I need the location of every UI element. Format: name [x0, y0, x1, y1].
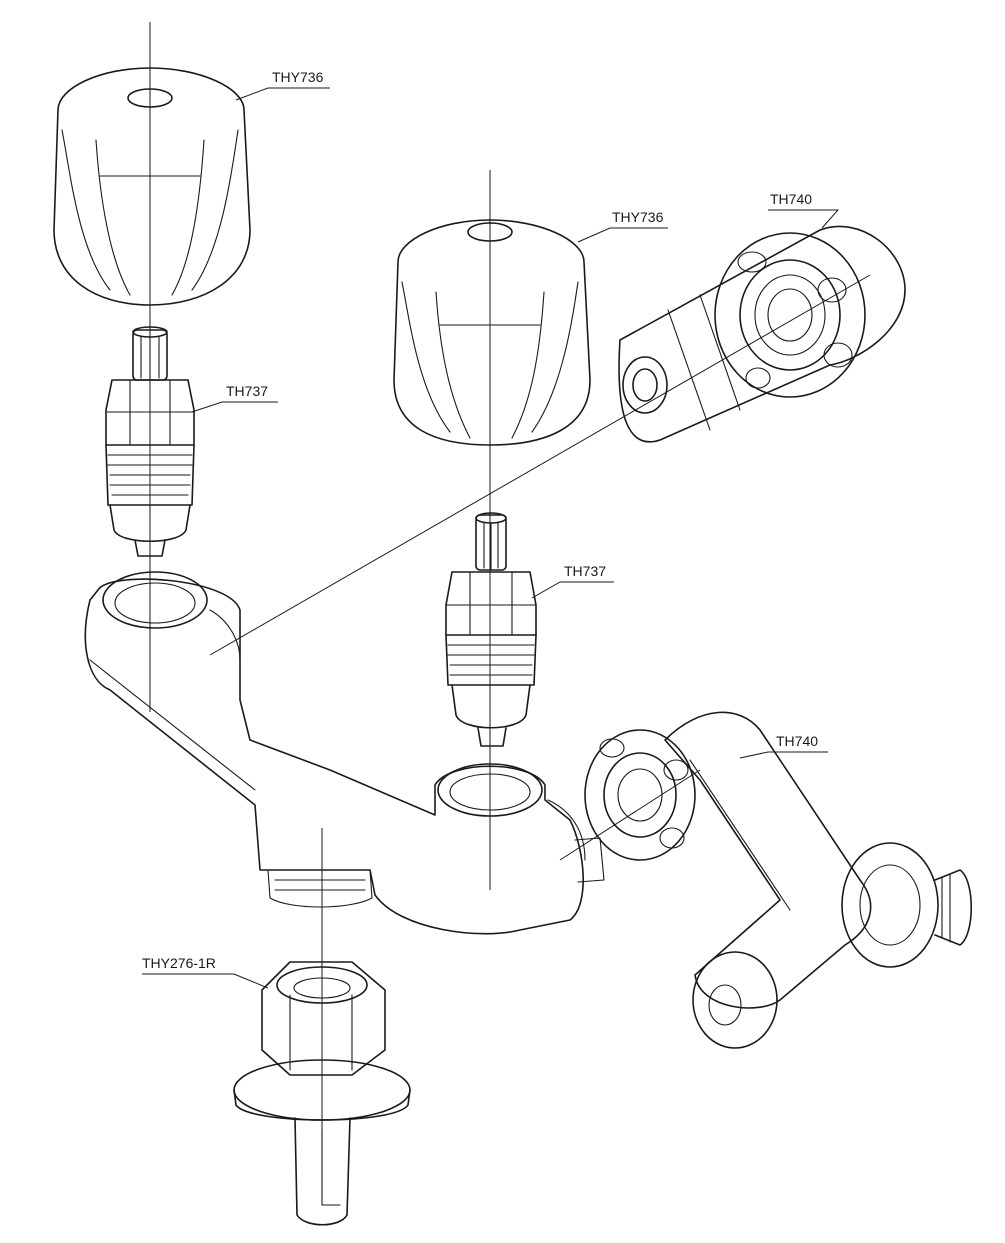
part-labels: THY736 THY736 TH740 TH737 TH737 TH740 TH…: [142, 69, 818, 971]
knob-left: [53, 67, 251, 306]
cartridge-left: [105, 326, 195, 557]
label-knob-left: THY736: [272, 69, 324, 85]
label-knob-center: THY736: [612, 209, 664, 225]
elbow-top: [618, 225, 906, 443]
label-cartridge-left: TH737: [226, 383, 268, 399]
label-cartridge-center: TH737: [564, 563, 606, 579]
label-elbow-right: TH740: [776, 733, 818, 749]
center-axes: [149, 22, 871, 1145]
knob-center: [393, 219, 591, 446]
nut-bottom: [233, 961, 411, 1226]
elbow-bottom-right: [584, 711, 973, 1049]
label-elbow-top: TH740: [770, 191, 812, 207]
label-nut-bottom: THY276-1R: [142, 955, 216, 971]
faucet-body: [84, 571, 605, 935]
leader-lines: [142, 87, 840, 989]
cartridge-center: [445, 512, 537, 747]
